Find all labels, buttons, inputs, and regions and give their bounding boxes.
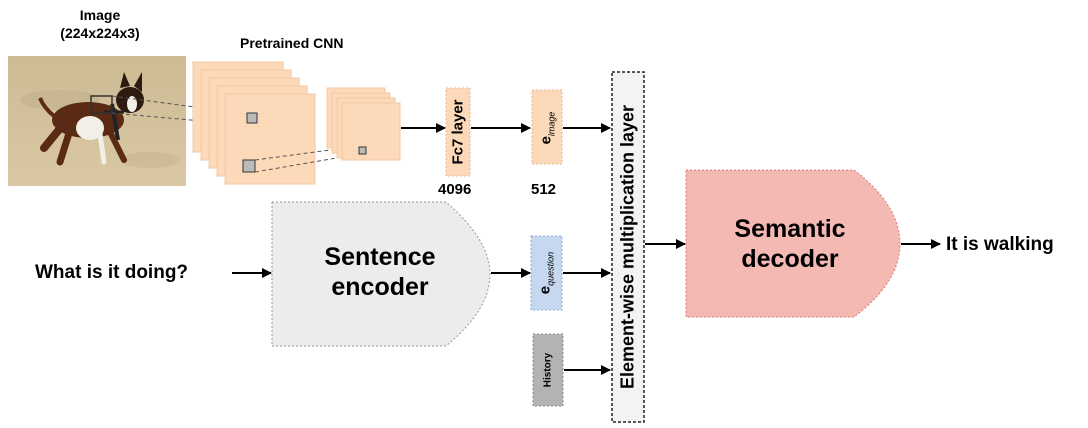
e-question-subscript: question — [545, 251, 556, 286]
history-block — [532, 333, 564, 407]
cnn-stack-small — [326, 87, 401, 161]
cnn-receptive-square-1 — [246, 112, 258, 124]
semantic-decoder-line1: Semantic — [734, 215, 846, 243]
image-title: Image (224x224x3) — [40, 6, 160, 42]
question-input-text: What is it doing? — [35, 262, 189, 283]
fc7-dim: 4096 — [438, 181, 472, 198]
multiplication-layer-block — [611, 71, 645, 423]
e-image-label: eimage — [538, 112, 557, 145]
sentence-encoder-line2: encoder — [331, 273, 429, 301]
fc7-label: Fc7 layer — [449, 99, 467, 165]
semantic-decoder-label: Semantic decoder — [710, 214, 870, 274]
sentence-encoder-line1: Sentence — [324, 243, 436, 271]
e-question-label: equestion — [537, 252, 556, 294]
projection-lines-2 — [254, 145, 361, 173]
semantic-decoder-line2: decoder — [741, 245, 839, 273]
cnn-title: Pretrained CNN — [240, 35, 344, 51]
image-title-line2: (224x224x3) — [60, 25, 140, 41]
e-question-symbol: e — [536, 285, 554, 295]
e-image-block — [531, 89, 563, 165]
cnn-stack-large — [192, 61, 316, 185]
image-title-line1: Image — [79, 7, 121, 23]
sentence-encoder-shape — [271, 201, 491, 347]
e-image-dim: 512 — [531, 181, 557, 198]
multiplication-label: Element-wise multiplication layer — [617, 104, 638, 390]
cnn-receptive-square-3 — [358, 146, 367, 155]
e-question-block — [530, 235, 563, 311]
e-image-subscript: image — [546, 111, 557, 137]
fc7-block — [445, 87, 471, 177]
e-image-symbol: e — [537, 136, 555, 145]
sentence-encoder-label: Sentence encoder — [300, 242, 460, 302]
semantic-decoder-shape — [685, 169, 901, 318]
cnn-receptive-square-2 — [242, 159, 256, 173]
history-label: History — [542, 352, 554, 388]
answer-output-text: It is walking — [946, 234, 1054, 255]
input-image — [8, 56, 186, 186]
arrows — [232, 123, 941, 375]
